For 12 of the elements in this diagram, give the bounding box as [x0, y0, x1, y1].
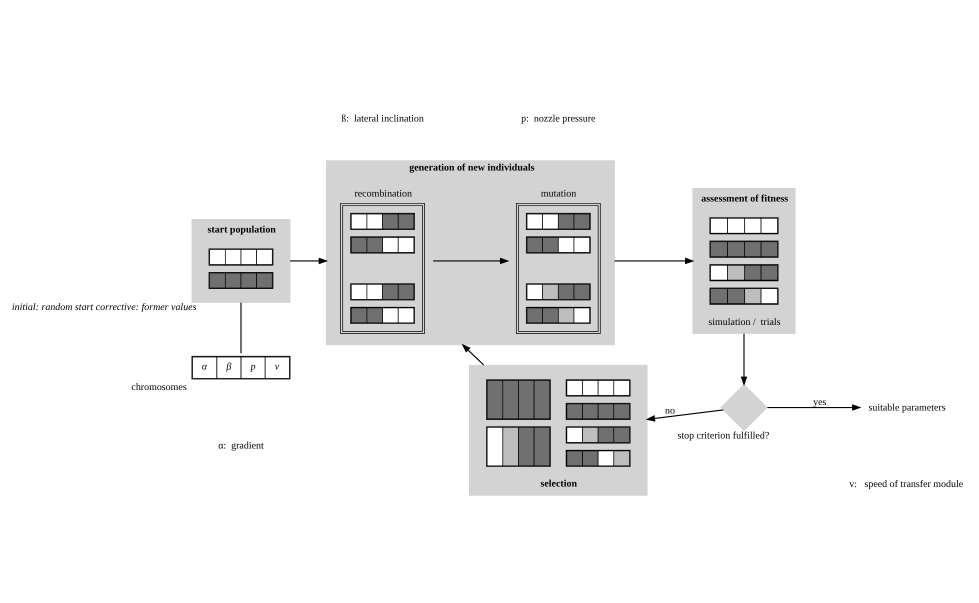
node-label: initial: random start corrective: former values: [11, 302, 196, 313]
node-text: suitable parameters: [868, 402, 946, 414]
label: α: gradient: [218, 440, 264, 452]
node-label: mutation: [540, 188, 576, 200]
node-label: recombination: [354, 188, 412, 200]
label: v: speed of transfer module: [848, 478, 963, 490]
edge-label: no: [664, 405, 674, 416]
label: ß: lateral inclination: [340, 113, 424, 124]
node-label: stop criterion fulfilled?: [676, 430, 769, 442]
node-label: chromosomes: [130, 382, 186, 393]
label: p: nozzle pressure: [520, 113, 595, 124]
edge-label: yes: [812, 396, 826, 408]
